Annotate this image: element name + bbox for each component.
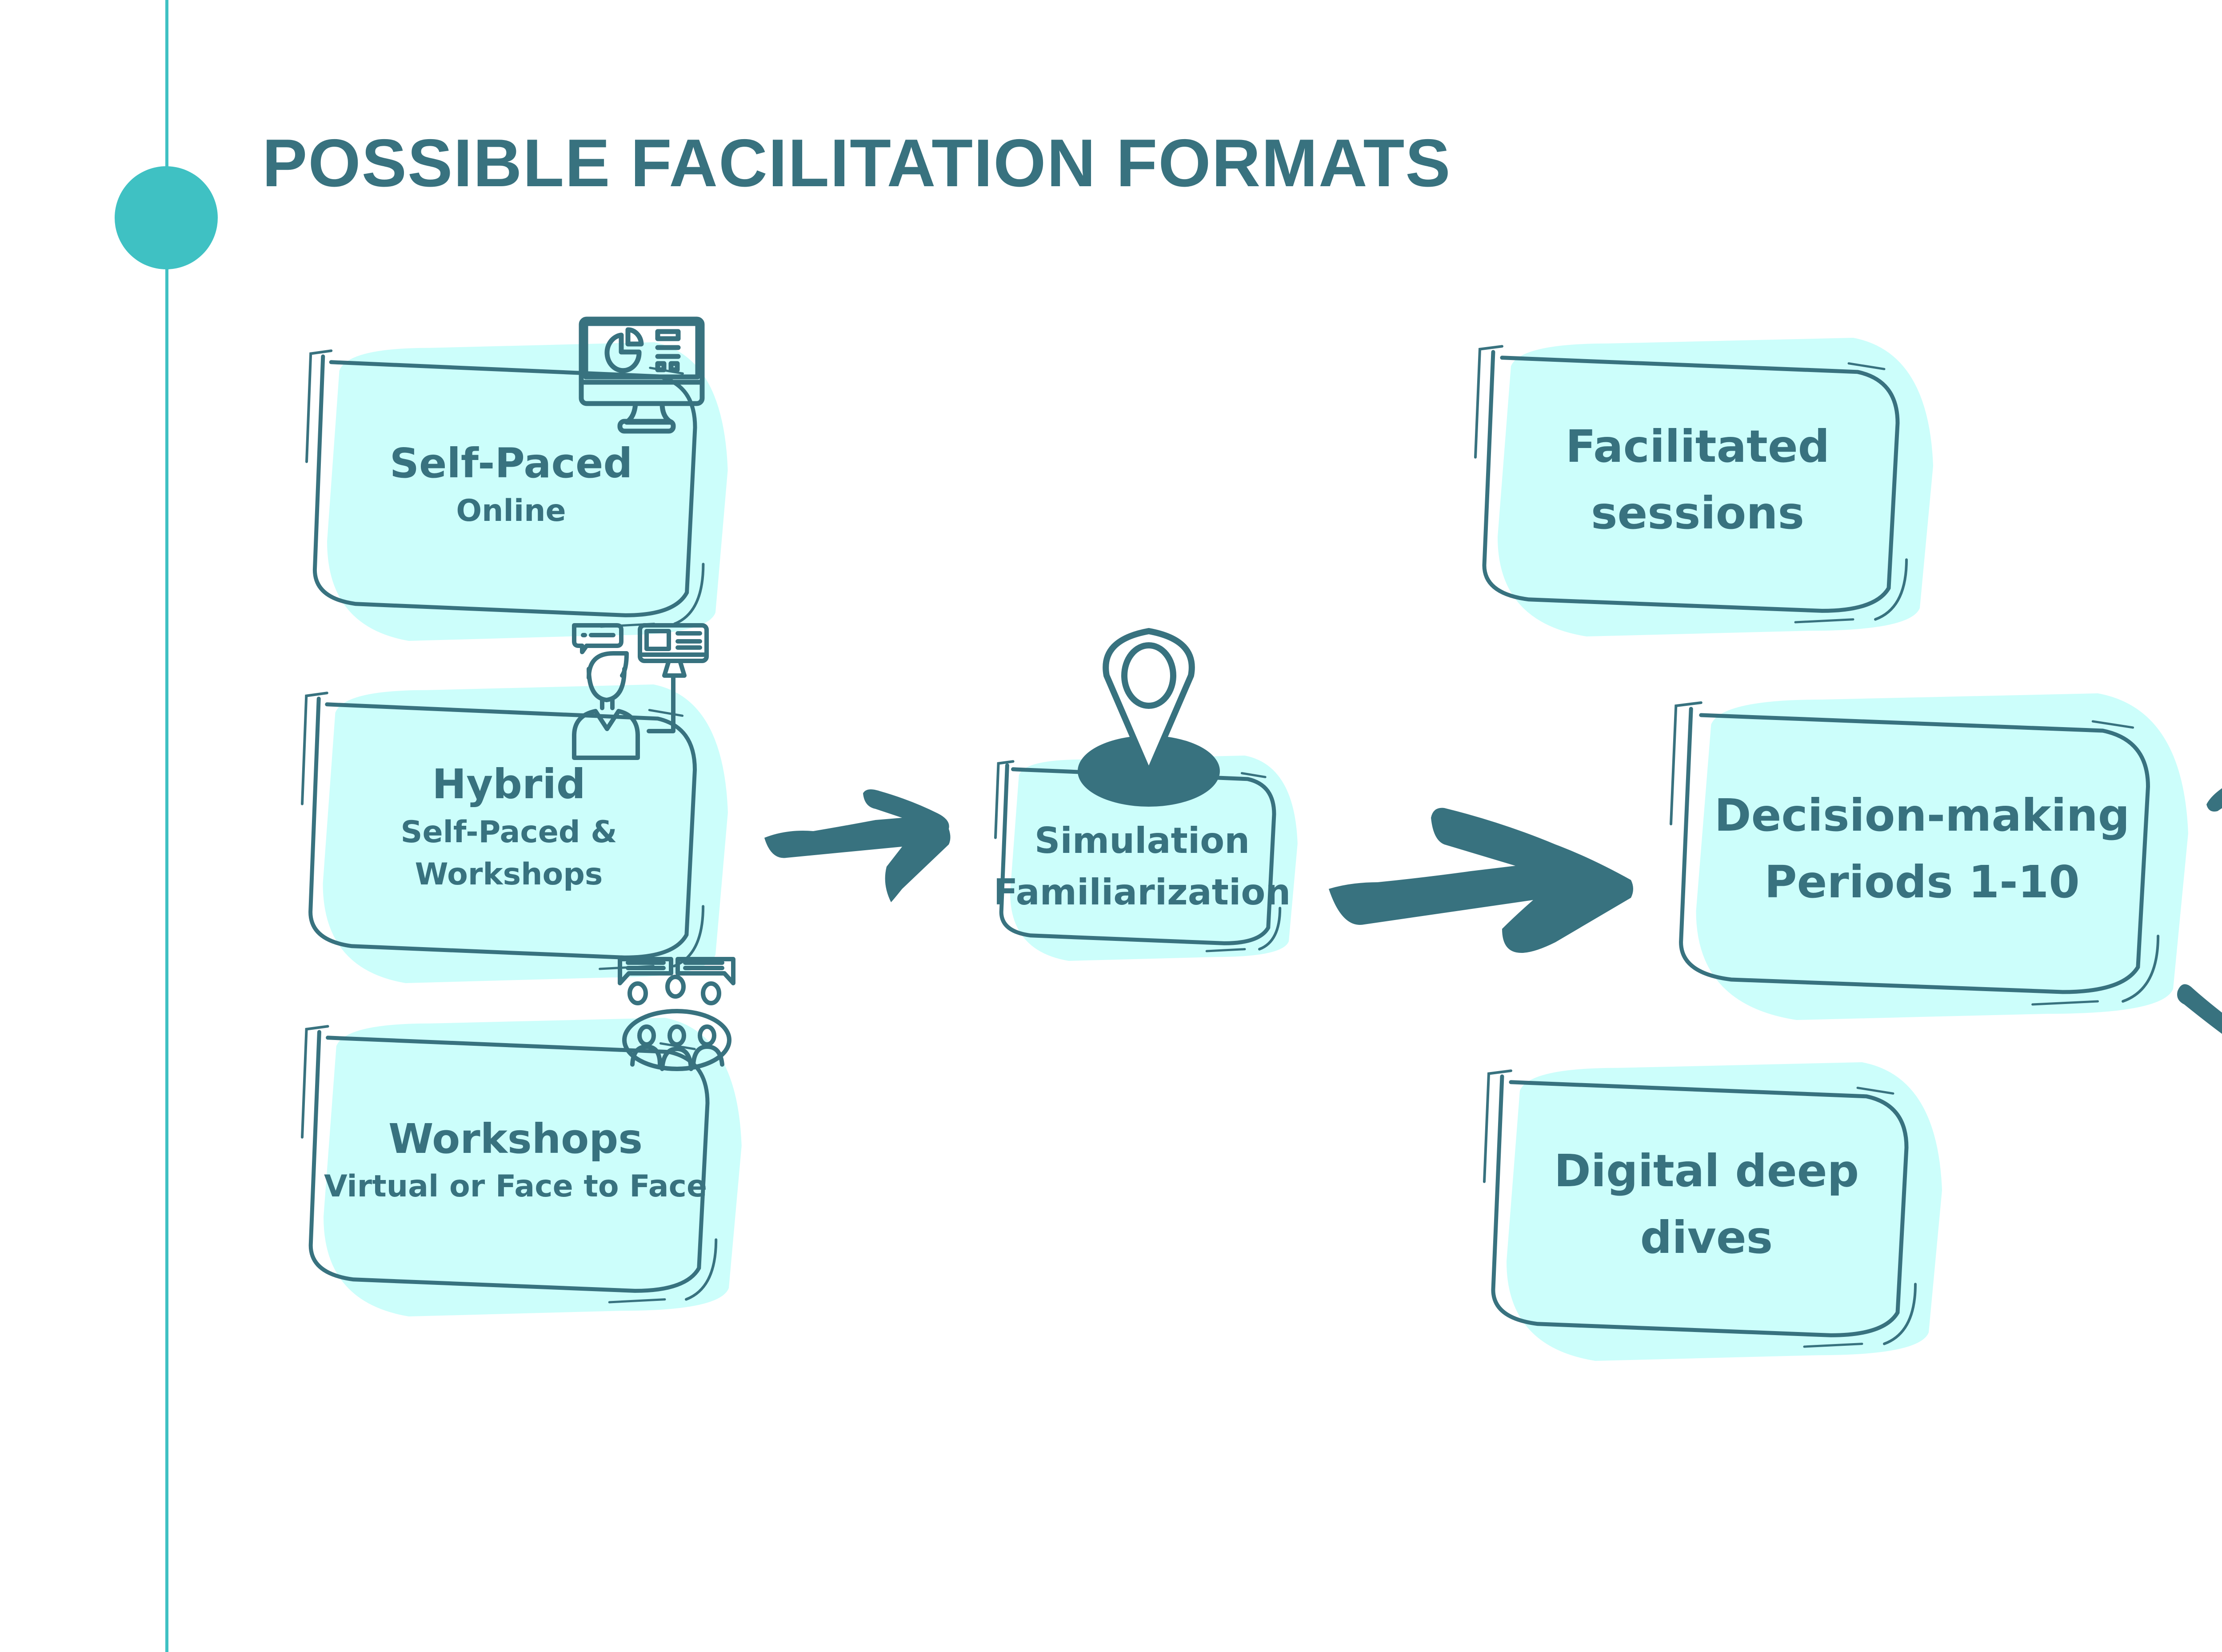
card-frame bbox=[994, 756, 1298, 961]
card-frame bbox=[1474, 338, 1933, 636]
arrow-to-decision bbox=[1329, 808, 1633, 953]
stage-card-decision-making: Decision-making Periods 1-10 bbox=[1670, 693, 2188, 1020]
arrow-to-simulation bbox=[764, 789, 951, 902]
monitor-chart-icon bbox=[579, 316, 705, 434]
timeline-line bbox=[165, 0, 168, 1652]
card-title: Workshops bbox=[388, 1115, 643, 1163]
stage-card-facilitated-sessions: Facilitated sessions bbox=[1474, 338, 1933, 636]
timeline-dot bbox=[115, 166, 218, 269]
card-title-line2: sessions bbox=[1591, 487, 1805, 539]
card-title: Hybrid bbox=[432, 760, 586, 808]
page-title: POSSIBLE FACILITATION FORMATS bbox=[262, 125, 1451, 201]
card-subtitle: Online bbox=[456, 493, 566, 529]
card-title-line1: Decision-making bbox=[1714, 789, 2130, 841]
simulation-card: Simulation Familiarization bbox=[993, 756, 1298, 961]
card-title-line2: Familiarization bbox=[993, 872, 1291, 913]
card-subtitle: Self-Paced & Workshops bbox=[400, 814, 617, 892]
card-title-line2: Periods 1-10 bbox=[1764, 856, 2080, 908]
arrow-to-action bbox=[2206, 788, 2222, 812]
arrow-to-report bbox=[2177, 984, 2222, 1034]
format-card-self-paced: Self-Paced Online bbox=[305, 342, 728, 641]
card-title-line2: dives bbox=[1640, 1212, 1773, 1264]
card-title-line1: Facilitated bbox=[1565, 420, 1830, 472]
card-subtitle: Virtual or Face to Face bbox=[324, 1169, 707, 1204]
location-pin-icon bbox=[1078, 628, 1220, 807]
person-computer-chat-icon bbox=[572, 623, 709, 760]
card-title: Self-Paced bbox=[389, 439, 633, 487]
stage-card-digital-deep-dives: Digital deep dives bbox=[1483, 1062, 1942, 1361]
group-discussion-icon bbox=[618, 957, 735, 1071]
card-frame bbox=[1483, 1062, 1942, 1361]
card-title-line1: Digital deep bbox=[1554, 1145, 1859, 1197]
card-frame bbox=[1670, 693, 2188, 1020]
card-title-line1: Simulation bbox=[1034, 820, 1250, 861]
